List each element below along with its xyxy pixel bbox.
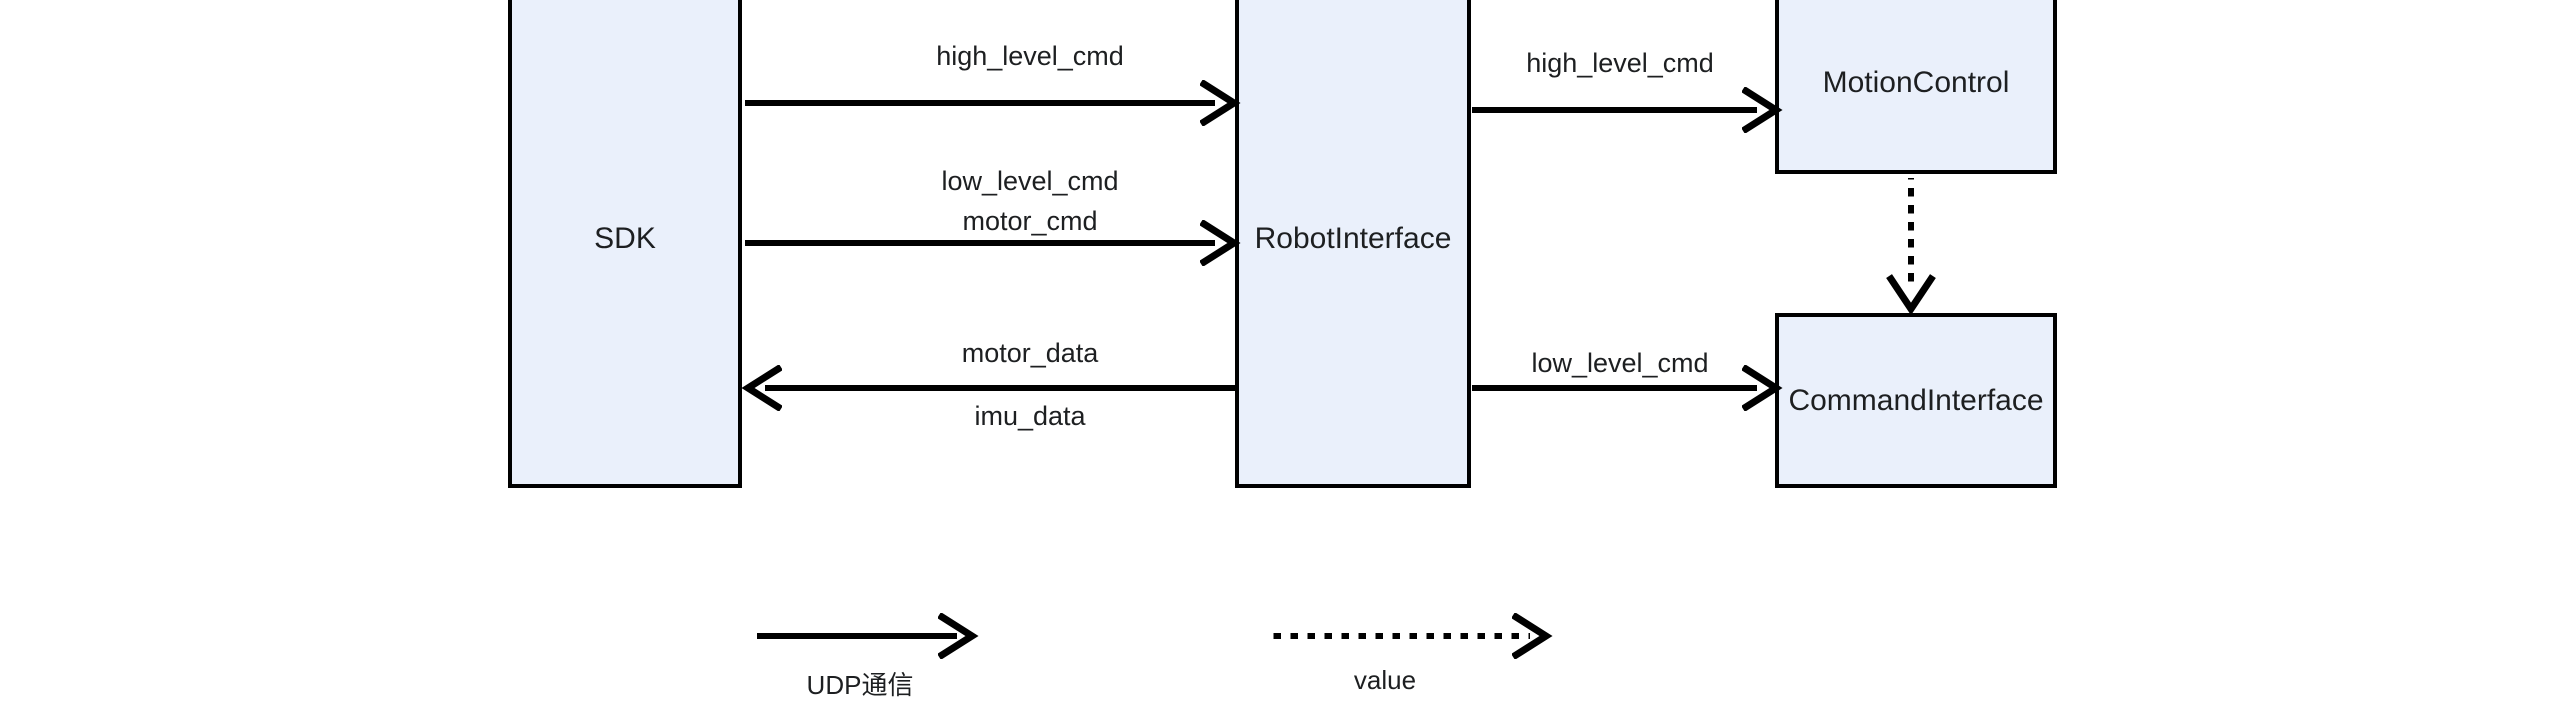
edge-robotinterface-to-commandinterface-line bbox=[1472, 385, 1757, 391]
edge-robotinterface-to-motioncontrol-line bbox=[1472, 107, 1757, 113]
legend-dotted-arrow-line bbox=[1272, 633, 1530, 639]
edge-label-imu-data: imu_data bbox=[974, 401, 1086, 431]
edge-label-low-level-cmd-left: low_level_cmd bbox=[941, 166, 1119, 196]
node-motioncontrol-label: MotionControl bbox=[1822, 66, 2010, 99]
edge-sdk-to-robotinterface-high-line bbox=[745, 100, 1215, 106]
edge-label-low-level-cmd-right: low_level_cmd bbox=[1531, 348, 1709, 378]
edge-label-high-level-cmd-left: high_level_cmd bbox=[936, 41, 1124, 71]
node-sdk-label: SDK bbox=[594, 222, 656, 255]
node-commandinterface[interactable]: CommandInterface bbox=[1775, 313, 2057, 488]
edge-motioncontrol-to-commandinterface-dotted-line bbox=[1908, 178, 1914, 283]
edge-sdk-to-robotinterface-low-line bbox=[745, 240, 1215, 246]
legend-solid-arrow-line bbox=[757, 633, 957, 639]
legend-label-value: value bbox=[1353, 665, 1417, 695]
legend-label-udp: UDP通信 bbox=[806, 670, 914, 700]
node-robotinterface-label: RobotInterface bbox=[1254, 222, 1452, 255]
node-robotinterface[interactable]: RobotInterface bbox=[1235, 0, 1471, 488]
node-motioncontrol[interactable]: MotionControl bbox=[1775, 0, 2057, 174]
node-commandinterface-label: CommandInterface bbox=[1788, 384, 2044, 417]
edge-label-high-level-cmd-right: high_level_cmd bbox=[1526, 48, 1714, 78]
edge-label-motor-data: motor_data bbox=[961, 338, 1099, 368]
edge-label-motor-cmd: motor_cmd bbox=[962, 206, 1098, 236]
edge-robotinterface-to-sdk-line bbox=[765, 385, 1235, 391]
node-sdk[interactable]: SDK bbox=[508, 0, 742, 488]
